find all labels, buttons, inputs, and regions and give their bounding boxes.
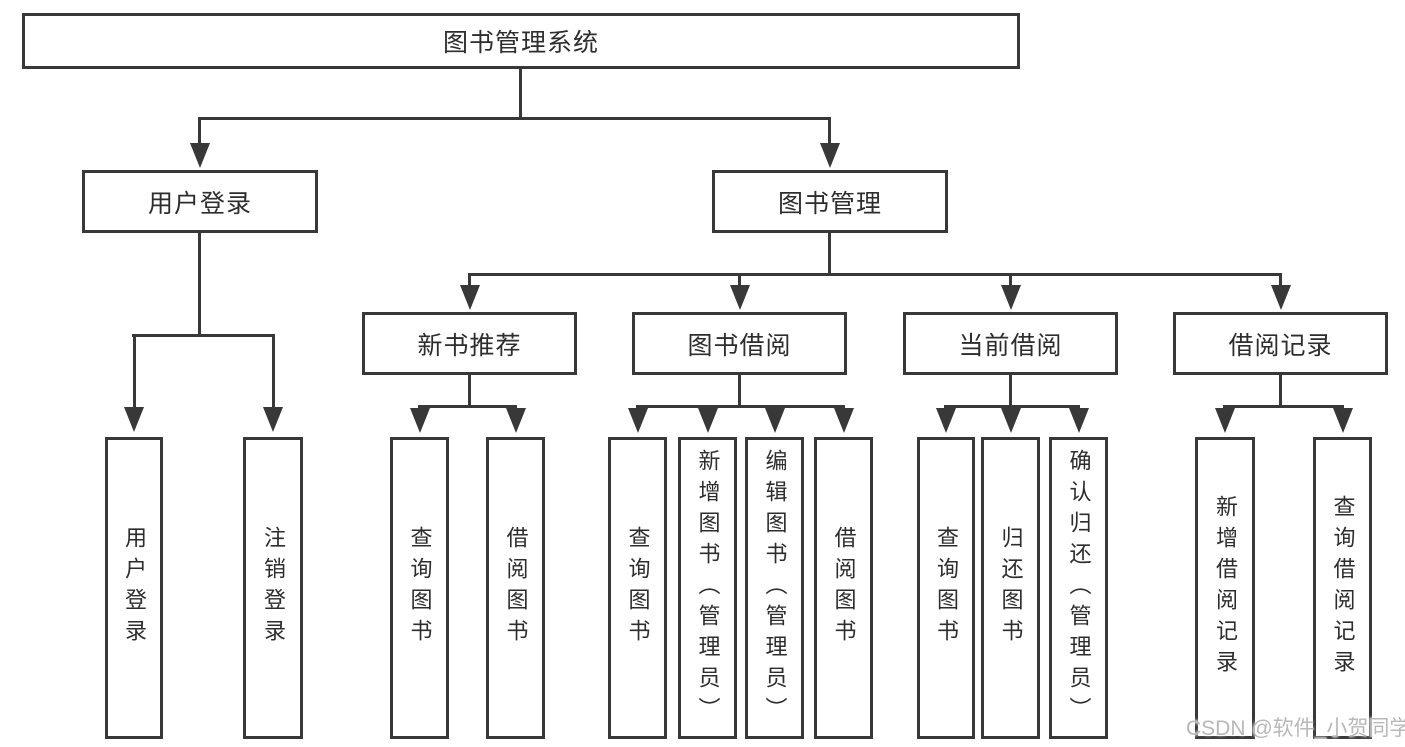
connector-line — [1223, 405, 1344, 408]
node-label: 图书管理系统 — [442, 29, 599, 57]
leaf-borrow-books-borrowing: 借阅图书 — [814, 437, 873, 739]
arrowhead-down-icon — [764, 408, 785, 433]
arrowhead-down-icon — [1270, 285, 1291, 310]
connector-line — [636, 405, 845, 408]
node-label: 归还图书 — [998, 526, 1024, 650]
arrowhead-down-icon — [729, 285, 750, 310]
node-label: 查询图书 — [934, 526, 959, 650]
leaf-edit-books-admin: 编辑图书（管理员） — [745, 437, 804, 739]
leaf-add-borrow-record: 新增借阅记录 — [1195, 437, 1255, 739]
leaf-query-books-current: 查询图书 — [917, 437, 975, 739]
arrowhead-down-icon — [263, 407, 283, 432]
watermark: CSDN @软件_小贺同学 — [1186, 717, 1405, 740]
connector-line — [468, 273, 1282, 276]
node-label: 借阅记录 — [1228, 331, 1333, 360]
node-label: 用户登录 — [122, 526, 147, 650]
node-label: 编辑图书（管理员） — [762, 448, 788, 728]
leaf-query-books-borrowing: 查询图书 — [608, 437, 667, 739]
arrowhead-down-icon — [697, 408, 718, 433]
connector-line — [828, 233, 831, 276]
arrowhead-down-icon — [936, 408, 956, 433]
arrowhead-down-icon — [833, 408, 854, 433]
connector-line — [132, 337, 136, 409]
node-book-borrowing: 图书借阅 — [632, 312, 847, 375]
node-label: 新增图书（管理员） — [695, 448, 721, 728]
leaf-borrow-books-recommend: 借阅图书 — [486, 437, 545, 739]
connector-line — [198, 120, 201, 145]
node-current-borrowing: 当前借阅 — [903, 312, 1118, 375]
node-label: 借阅图书 — [503, 526, 529, 650]
connector-line — [828, 120, 831, 145]
node-label: 用户登录 — [147, 189, 252, 218]
leaf-confirm-return-admin: 确认归还（管理员） — [1049, 437, 1108, 739]
arrowhead-down-icon — [505, 408, 526, 433]
connector-line — [1009, 375, 1012, 408]
connector-line — [468, 276, 471, 286]
leaf-user-login: 用户登录 — [105, 437, 163, 739]
leaf-query-books-recommend: 查询图书 — [390, 437, 449, 739]
arrowhead-down-icon — [627, 408, 648, 433]
node-library-system: 图书管理系统 — [22, 13, 1020, 69]
node-label: 图书借阅 — [687, 331, 792, 360]
connector-line — [1009, 276, 1012, 286]
leaf-query-borrow-record: 查询借阅记录 — [1313, 437, 1372, 739]
connector-line — [519, 69, 522, 120]
connector-line — [198, 233, 201, 337]
arrowhead-down-icon — [819, 143, 840, 168]
node-label: 当前借阅 — [958, 331, 1063, 360]
arrowhead-down-icon — [189, 143, 210, 168]
connector-line — [1279, 276, 1282, 286]
node-label: 查询借阅记录 — [1330, 495, 1356, 681]
arrowhead-down-icon — [409, 408, 430, 433]
connector-line — [944, 405, 1080, 408]
arrowhead-down-icon — [124, 407, 144, 432]
arrowhead-down-icon — [1000, 285, 1021, 310]
node-new-book-recommend: 新书推荐 — [362, 312, 577, 375]
node-label: 借阅图书 — [831, 526, 857, 650]
arrowhead-down-icon — [459, 285, 480, 310]
node-label: 图书管理 — [777, 189, 882, 218]
node-label: 查询图书 — [407, 526, 433, 650]
node-label: 查询图书 — [625, 526, 651, 650]
arrowhead-down-icon — [1000, 408, 1021, 433]
arrowhead-down-icon — [1068, 408, 1089, 433]
connector-line — [198, 117, 831, 120]
arrowhead-down-icon — [1332, 408, 1353, 433]
connector-line — [738, 276, 741, 286]
leaf-logout-login: 注销登录 — [243, 437, 303, 739]
connector-line — [1279, 375, 1282, 408]
node-user-login: 用户登录 — [82, 170, 318, 233]
connector-line — [271, 337, 275, 409]
connector-line — [468, 375, 471, 408]
connector-line — [132, 334, 275, 337]
arrowhead-down-icon — [1215, 408, 1235, 433]
node-label: 新书推荐 — [417, 331, 522, 360]
leaf-add-books-admin: 新增图书（管理员） — [678, 437, 737, 739]
node-label: 新增借阅记录 — [1213, 495, 1238, 681]
node-label: 确认归还（管理员） — [1066, 448, 1092, 728]
connector-line — [418, 405, 517, 408]
node-borrowing-records: 借阅记录 — [1173, 312, 1388, 375]
node-label: 注销登录 — [261, 526, 286, 650]
node-book-management: 图书管理 — [712, 170, 948, 233]
leaf-return-books: 归还图书 — [981, 437, 1040, 739]
connector-line — [738, 375, 741, 408]
